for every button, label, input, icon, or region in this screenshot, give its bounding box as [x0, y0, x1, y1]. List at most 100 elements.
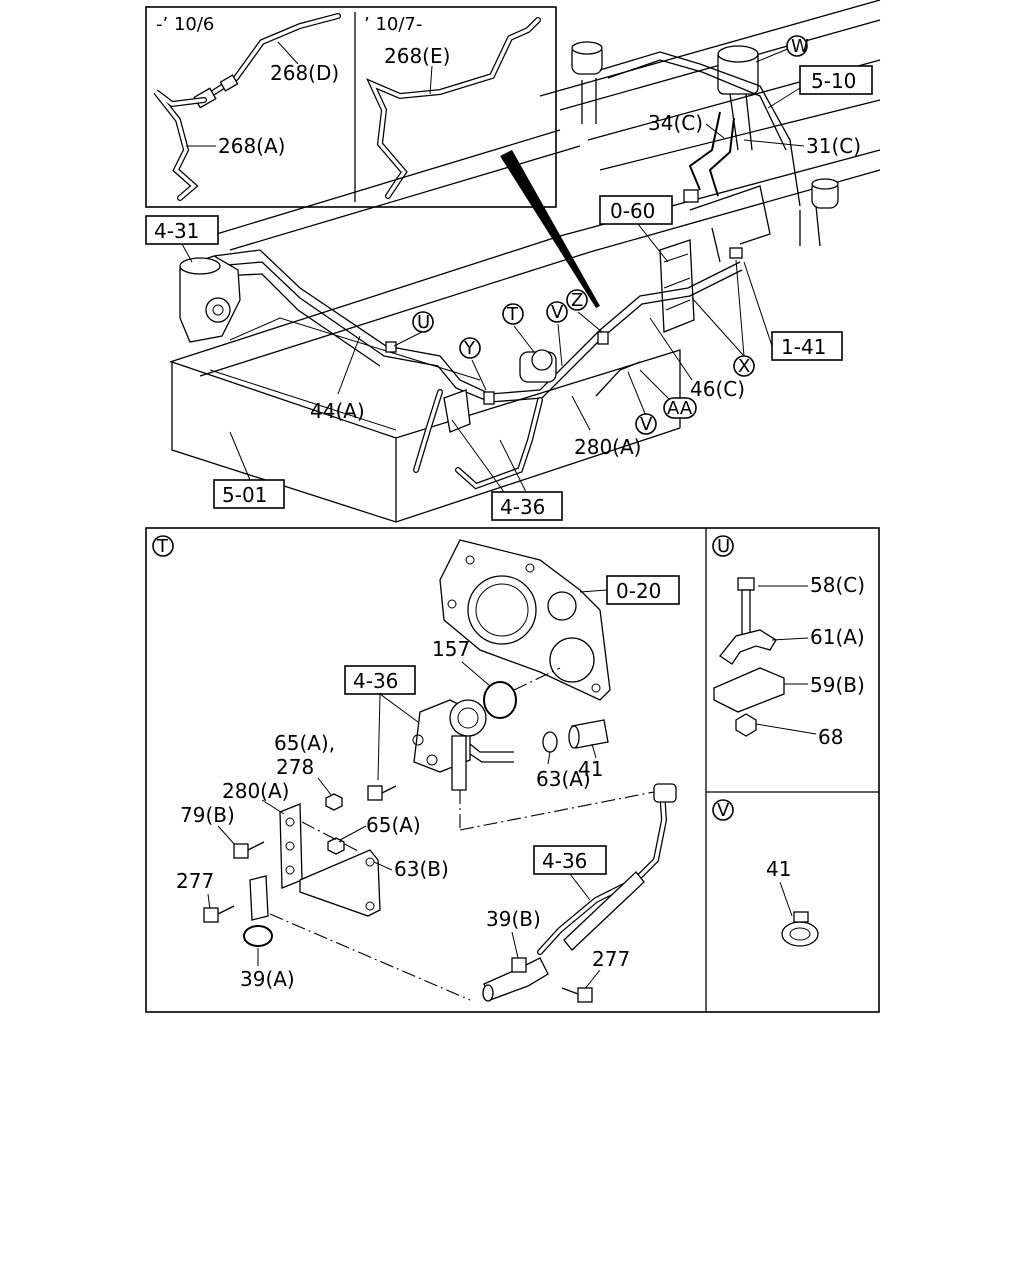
detail-u-marker-circle	[712, 535, 734, 557]
overview-leaders	[181, 47, 805, 493]
ref-box-4-36-t	[344, 665, 416, 695]
ref-0-20: 0-20	[616, 579, 661, 603]
marker-v-circle	[546, 301, 568, 323]
label-277-right: 277	[592, 947, 630, 971]
clamp-61a	[719, 629, 777, 665]
label-79b: 79(B)	[180, 803, 235, 827]
clamp-39a	[243, 925, 273, 947]
label-278: 278	[276, 755, 314, 779]
nut-278	[325, 793, 343, 811]
clamp-x	[729, 247, 743, 259]
pipe-variant-inset: -’ 10/6 ’ 10/7- 268(D) 268(A) 268(E)	[145, 6, 557, 208]
detail-t-marker: T	[156, 536, 169, 557]
pump-sprocket	[449, 699, 487, 737]
pipe-run-b	[215, 261, 743, 403]
label-39b: 39(B)	[486, 907, 541, 931]
clamp-plate-39a	[249, 875, 269, 921]
label-68: 68	[818, 725, 843, 749]
pump-outlet	[451, 735, 467, 791]
label-277-left: 277	[176, 869, 214, 893]
housing-bore-large	[467, 575, 537, 645]
ref-box-5-10	[799, 65, 873, 95]
connector-34c	[683, 189, 699, 203]
marker-aa-circle	[663, 397, 697, 419]
detail-v-marker-circle	[712, 799, 734, 821]
inset-date-left: -’ 10/6	[156, 14, 214, 35]
label-268e: 268(E)	[384, 44, 450, 68]
mount-left-post	[581, 78, 597, 124]
ref-box-4-36	[491, 491, 563, 521]
detail-t-panel: T 0-20 157 4-36 65(A), 278	[152, 535, 680, 1003]
pipe-run-a	[213, 249, 741, 395]
clamp-z	[597, 331, 609, 345]
fuel-tank-edges	[209, 317, 481, 431]
bolt-79b	[233, 843, 249, 859]
bracket-4-36	[443, 389, 471, 433]
ref-4-36-hose: 4-36	[542, 849, 587, 873]
valve-assembly	[659, 239, 695, 333]
label-39a: 39(A)	[240, 967, 295, 991]
marker-z: Z	[571, 290, 583, 311]
ref-5-01: 5-01	[222, 483, 267, 507]
marker-v2: V	[640, 414, 653, 435]
marker-v: V	[551, 302, 564, 323]
ref-box-1-41	[771, 331, 843, 361]
marker-u-circle	[412, 311, 434, 333]
label-65a-comma: 65(A),	[274, 731, 335, 755]
marker-w-circle	[786, 35, 808, 57]
label-41-v: 41	[766, 857, 791, 881]
pipe-280a	[595, 361, 641, 397]
overview-markers: W U T Z V Y X V AA	[412, 35, 809, 435]
bracket-59b	[713, 667, 785, 713]
ref-4-36-t: 4-36	[353, 669, 398, 693]
return-hose-wedge	[500, 150, 600, 308]
label-63b: 63(B)	[394, 857, 449, 881]
overview-part-labels: 34(C) 31(C) 44(A) 46(C) 280(A)	[310, 111, 861, 459]
label-34c: 34(C)	[648, 111, 703, 135]
label-31c: 31(C)	[806, 134, 861, 158]
detail-t-marker-circle	[152, 535, 174, 557]
label-268d: 268(D)	[270, 61, 339, 85]
label-280a-t: 41	[578, 757, 603, 781]
overview-drawing	[169, 0, 881, 523]
overview-ref-boxes: 5-10 0-60 4-31 1-41 5-01 4-36	[145, 65, 873, 521]
hose-sleeve	[563, 871, 645, 951]
label-65a: 65(A)	[366, 813, 421, 837]
hose-end-fitting	[653, 783, 677, 803]
hose-clamp-41	[781, 921, 819, 947]
bolt-277-left	[203, 907, 219, 923]
nut-68	[735, 713, 757, 737]
collar-41	[542, 731, 558, 753]
detail-v-marker: V	[717, 800, 730, 821]
nut-65a	[327, 837, 345, 855]
bolt-58c-shank	[741, 589, 751, 637]
marker-x: X	[738, 356, 750, 377]
inset-date-right: ’ 10/7-	[364, 14, 422, 35]
label-44a: 44(A)	[310, 399, 365, 423]
pipe-run-c	[219, 273, 381, 367]
mount-right-post	[799, 205, 821, 247]
ref-box-0-60	[599, 195, 673, 225]
clamp-u	[385, 341, 397, 353]
ref-1-41: 1-41	[781, 335, 826, 359]
marker-x-circle	[733, 355, 755, 377]
ref-4-31: 4-31	[154, 219, 199, 243]
pump-outlet-pipe	[469, 743, 514, 763]
detail-u-panel: U 58(C) 61(A) 59(B) 68	[712, 535, 865, 749]
marker-y-circle	[459, 337, 481, 359]
bracket-63b	[299, 849, 381, 917]
nut-268d	[219, 74, 239, 92]
detail-v-panel: V 41	[712, 799, 819, 947]
ref-box-4-31	[145, 215, 219, 245]
label-157: 157	[432, 637, 470, 661]
bracket-63a	[279, 803, 303, 889]
frame-rails	[169, 129, 881, 377]
marker-w: W	[791, 36, 809, 57]
housing-bore-upper	[547, 591, 577, 621]
marker-t-circle	[502, 303, 524, 325]
label-63a: 280(A)	[222, 779, 289, 803]
marker-v2-circle	[635, 413, 657, 435]
ref-5-10: 5-10	[811, 69, 856, 93]
ref-box-5-01	[213, 479, 285, 509]
